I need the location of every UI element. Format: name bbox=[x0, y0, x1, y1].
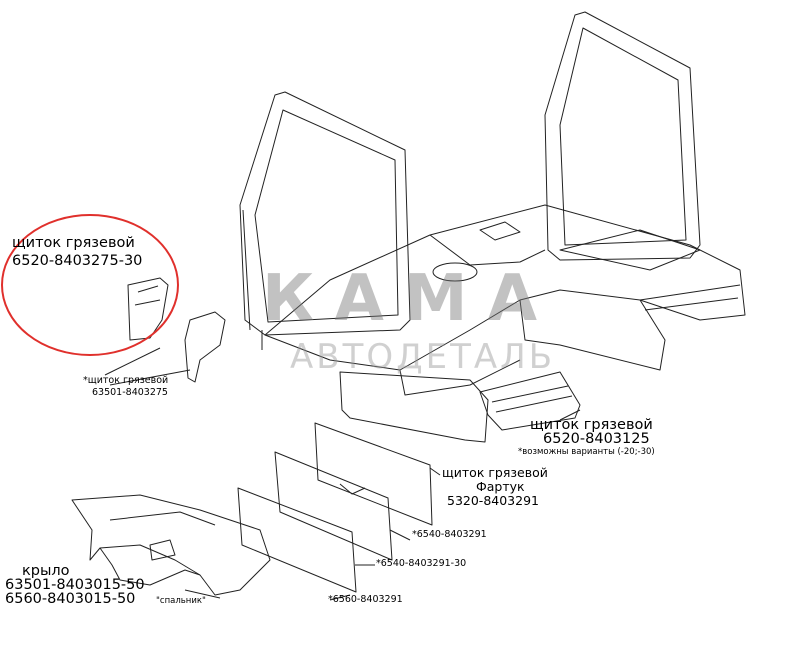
variant-1: *6540-8403291 bbox=[412, 529, 487, 540]
wing-code-1: 63501-8403015-50 bbox=[5, 577, 145, 593]
shield-rear-name: щиток грязевой bbox=[530, 417, 653, 433]
left-door-frame bbox=[239, 91, 411, 336]
wing bbox=[71, 494, 271, 596]
apron-sub: Фартук bbox=[476, 479, 525, 494]
shield-rear-code: 6520-8403125 bbox=[543, 431, 650, 447]
watermark-brand: КАМА bbox=[262, 262, 558, 336]
highlight-circle bbox=[1, 214, 179, 356]
shield-rear-note: *возможны варианты (-20;-30) bbox=[518, 447, 655, 457]
apron-3 bbox=[237, 487, 357, 593]
cab-floor bbox=[264, 204, 746, 371]
apron-2 bbox=[274, 451, 393, 561]
wing-name: крыло bbox=[22, 563, 70, 579]
rear-panel bbox=[339, 371, 489, 443]
variant-2: *6540-8403291-30 bbox=[376, 558, 467, 569]
variant-3: *6560-8403291 bbox=[328, 594, 403, 605]
apron-name: щиток грязевой bbox=[442, 465, 548, 480]
shield-alt-code: 63501-8403275 bbox=[92, 387, 168, 398]
right-door-frame bbox=[544, 11, 701, 261]
shield-alt-name: *щиток грязевой bbox=[83, 375, 169, 386]
shield-main-name: щиток грязевой bbox=[12, 235, 135, 251]
watermark-subtitle: АВТОДЕТАЛЬ bbox=[290, 337, 556, 377]
wing-code-2: 6560-8403015-50 bbox=[5, 591, 136, 607]
apron-code: 5320-8403291 bbox=[447, 493, 539, 508]
wing-note: "спальник" bbox=[156, 596, 206, 606]
apron-1 bbox=[314, 422, 433, 526]
shield-main-code: 6520-8403275-30 bbox=[12, 253, 143, 269]
